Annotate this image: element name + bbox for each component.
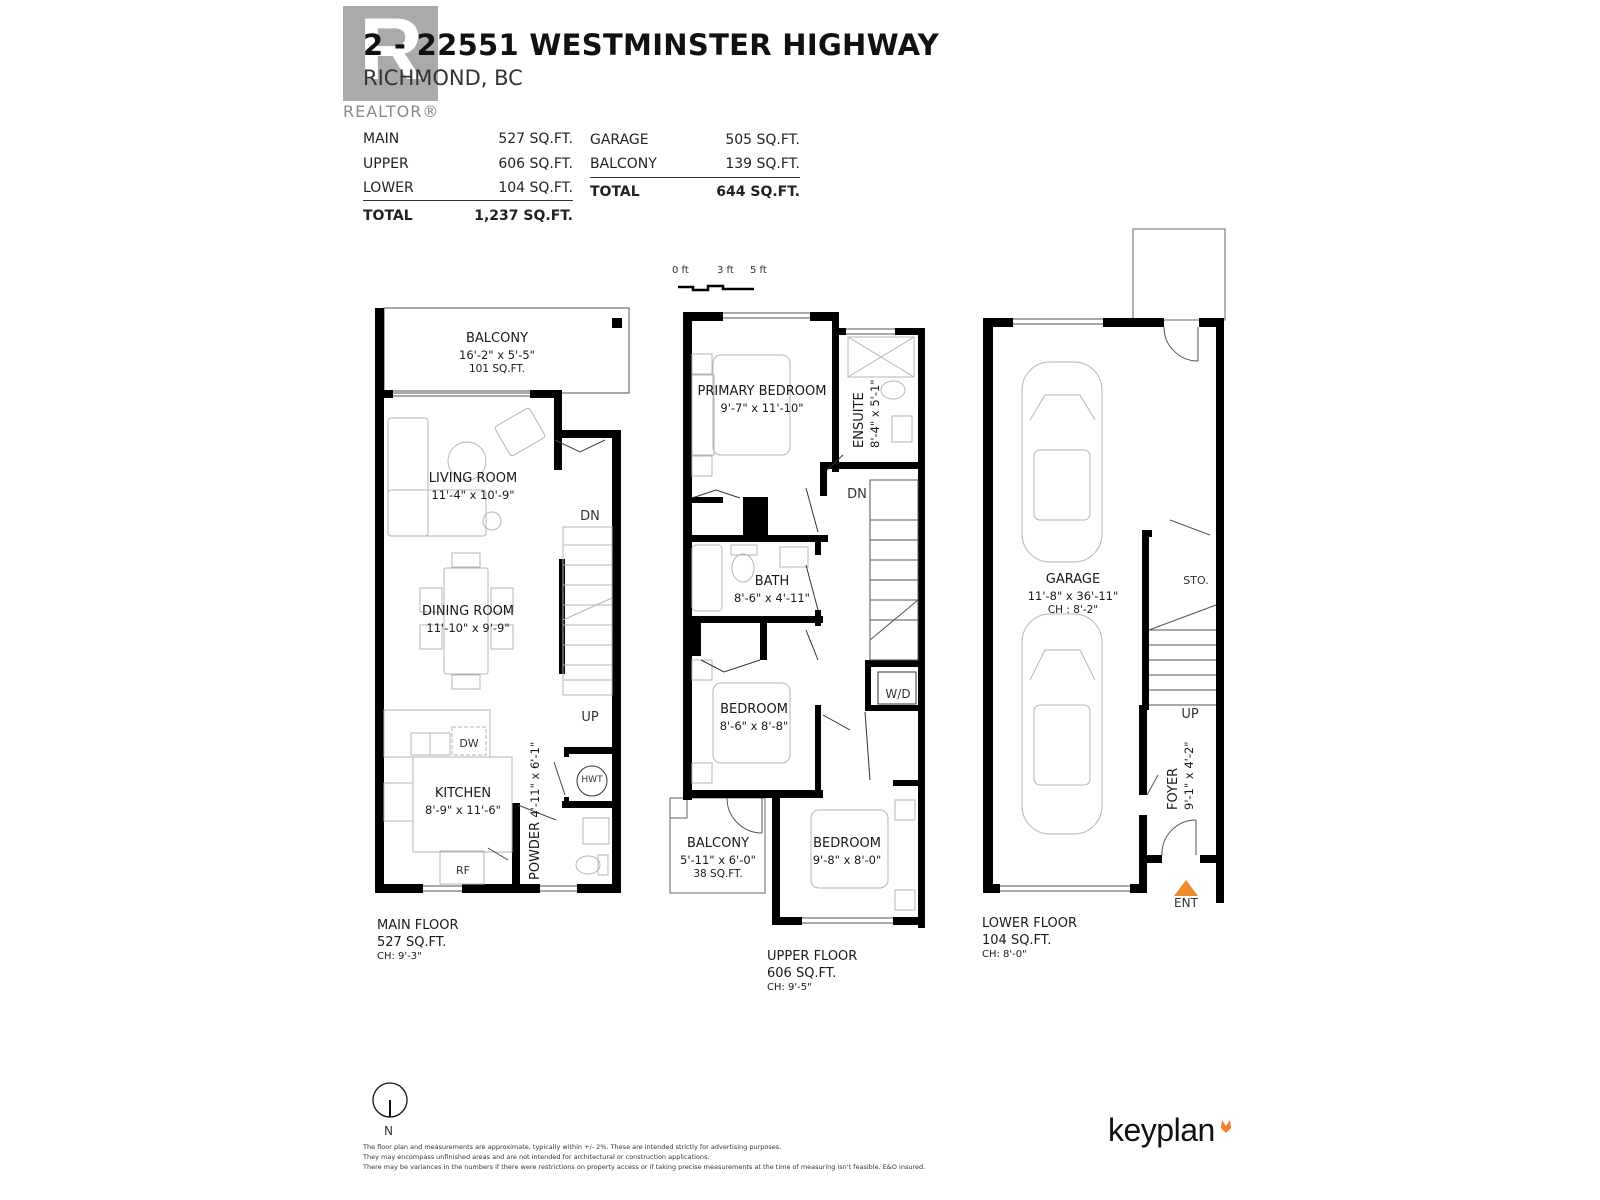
stat-label: GARAGE <box>590 132 649 148</box>
stat-value: 644 SQ.FT. <box>716 184 800 200</box>
keyplan-fox-icon <box>1221 1120 1231 1133</box>
room-primary-bedroom: PRIMARY BEDROOM 9'-7" x 11'-10" <box>697 384 827 415</box>
water-heater-label: HWT <box>581 775 603 785</box>
lower-stairs-up: UP <box>1181 707 1199 722</box>
upper-floor-caption: UPPER FLOOR 606 SQ.FT. CH: 9'-5" <box>767 949 858 994</box>
room-living: LIVING ROOM 11'-4" x 10'-9" <box>428 471 518 502</box>
north-arrow <box>372 1082 408 1118</box>
disclaimer-line: They may encompass unfinished areas and … <box>363 1153 710 1161</box>
room-dining: DINING ROOM 11'-10" x 9'-9" <box>421 604 515 635</box>
property-city: RICHMOND, BC <box>363 66 523 90</box>
stat-row-garage: GARAGE 505 SQ.FT. <box>590 132 800 148</box>
scale-label-5: 5 ft <box>750 265 767 276</box>
realtor-r-logo: R <box>359 0 423 98</box>
laundry-label: W/D <box>885 687 911 701</box>
room-bedroom-2: BEDROOM 8'-6" x 8'-8" <box>719 702 789 733</box>
main-floor-plan <box>375 307 630 893</box>
stat-row-lower: LOWER 104 SQ.FT. <box>363 180 573 196</box>
stat-label: MAIN <box>363 131 400 147</box>
stat-label: BALCONY <box>590 156 657 172</box>
stat-value: 139 SQ.FT. <box>725 156 800 172</box>
room-garage: GARAGE 11'-8" x 36'-11" CH : 8'-2" <box>1027 572 1119 616</box>
disclaimer: The floor plan and measurements are appr… <box>363 1142 925 1172</box>
stat-row-upper: UPPER 606 SQ.FT. <box>363 156 573 172</box>
room-powder: POWDER 4'-11" x 6'-1" <box>528 741 543 880</box>
scale-label-3: 3 ft <box>717 265 734 276</box>
main-floor-caption: MAIN FLOOR 527 SQ.FT. CH: 9'-3" <box>377 918 459 963</box>
stat-label: LOWER <box>363 180 414 196</box>
realtor-watermark <box>343 6 438 101</box>
disclaimer-line: There may be variances in the numbers if… <box>363 1163 926 1171</box>
scale-bar <box>678 284 754 292</box>
stat-value: 527 SQ.FT. <box>498 131 573 147</box>
stat-label: TOTAL <box>363 208 413 224</box>
keyplan-logo: keyplan <box>1108 1112 1215 1148</box>
main-stairs-down: DN <box>580 509 600 524</box>
stat-value: 104 SQ.FT. <box>498 180 573 196</box>
entrance-label: ENT <box>1174 896 1198 910</box>
stat-row-main: MAIN 527 SQ.FT. <box>363 131 573 147</box>
room-main-balcony: BALCONY 16'-2" x 5'-5" 101 SQ.FT. <box>459 331 535 375</box>
stat-row-other-total: TOTAL 644 SQ.FT. <box>590 184 800 200</box>
storage-label: STO. <box>1183 574 1209 587</box>
other-total-divider <box>590 177 800 178</box>
room-upper-balcony: BALCONY 5'-11" x 6'-0" 38 SQ.FT. <box>680 836 756 880</box>
dishwasher-label: DW <box>459 737 479 750</box>
stat-value: 1,237 SQ.FT. <box>474 208 573 224</box>
stat-row-balcony: BALCONY 139 SQ.FT. <box>590 156 800 172</box>
main-stairs-up: UP <box>581 710 599 725</box>
stat-label: TOTAL <box>590 184 640 200</box>
disclaimer-line: The floor plan and measurements are appr… <box>363 1143 782 1151</box>
realtor-wordmark: REALTOR® <box>343 102 440 121</box>
room-kitchen: KITCHEN 8'-9" x 11'-6" <box>425 786 501 817</box>
room-bath: BATH 8'-6" x 4'-11" <box>734 574 810 605</box>
total-divider <box>363 200 573 201</box>
stat-value: 606 SQ.FT. <box>498 156 573 172</box>
stat-value: 505 SQ.FT. <box>725 132 800 148</box>
upper-floor-plan <box>669 312 925 928</box>
property-address: 2 - 22551 WESTMINSTER HIGHWAY <box>363 28 939 62</box>
upper-stairs-down: DN <box>847 487 867 502</box>
fridge-label: RF <box>456 864 470 877</box>
stat-row-living-total: TOTAL 1,237 SQ.FT. <box>363 208 573 224</box>
stat-label: UPPER <box>363 156 409 172</box>
lower-floor-plan <box>983 228 1226 903</box>
north-label: N <box>384 1124 393 1138</box>
scale-label-0: 0 ft <box>672 265 689 276</box>
room-bedroom-3: BEDROOM 9'-8" x 8'-0" <box>812 836 882 867</box>
lower-floor-caption: LOWER FLOOR 104 SQ.FT. CH: 8'-0" <box>982 916 1077 961</box>
